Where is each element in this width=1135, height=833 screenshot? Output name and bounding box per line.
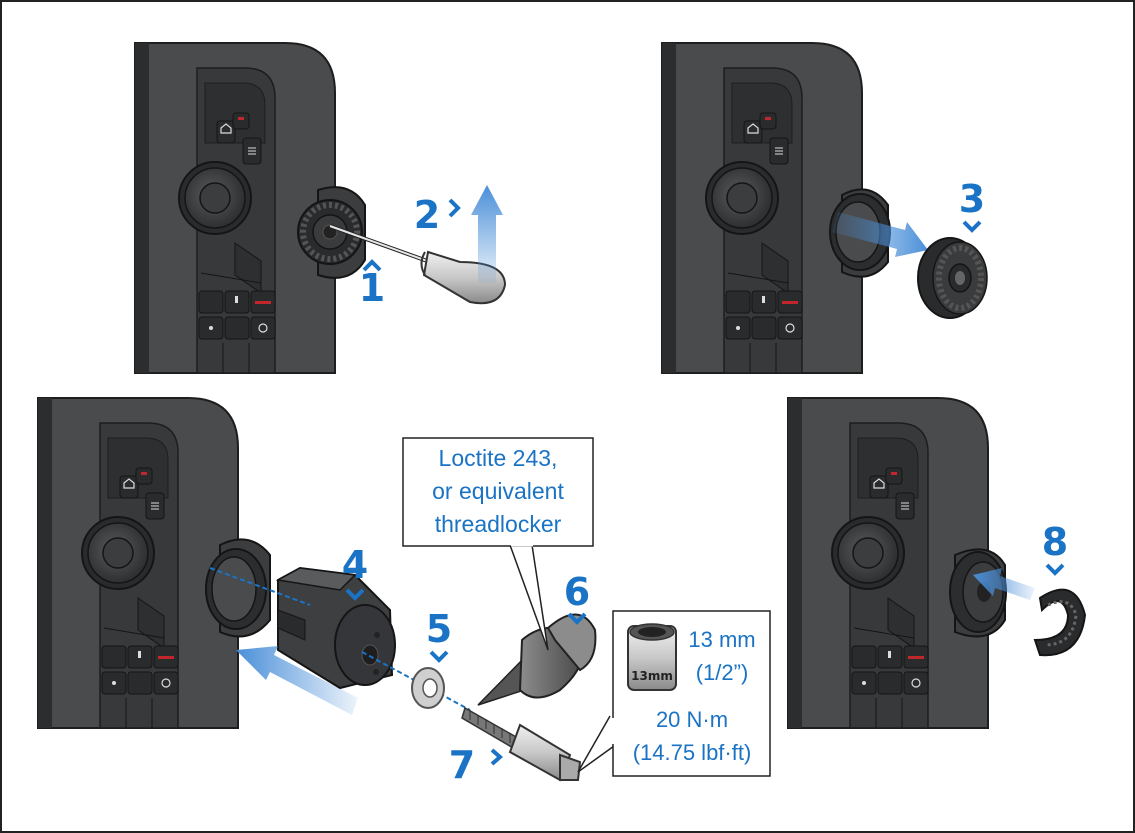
insert-arrow xyxy=(973,568,1035,600)
step-7-chevron-icon xyxy=(490,748,504,766)
step-3-label: 3 xyxy=(959,177,985,221)
step-8-label: 8 xyxy=(1042,520,1068,564)
retaining-clip xyxy=(1033,588,1087,657)
torque-spec-callout: 13mm 13 mm (1/2”) 20 N·m (14.75 lbf·ft) xyxy=(577,610,771,777)
step-5-chevron-icon xyxy=(429,650,449,663)
callout-line-3: threadlocker xyxy=(435,511,562,537)
socket-size-mark: 13mm xyxy=(631,669,673,683)
panel-fit-clip: 8 xyxy=(787,397,1087,729)
socket-icon: 13mm xyxy=(627,623,677,691)
panel-remove-nut: 3 xyxy=(661,42,988,374)
threadlocker-bottle xyxy=(477,613,597,706)
display-unit xyxy=(134,42,336,374)
socket-size: 13 mm xyxy=(688,627,755,652)
alignment-line xyxy=(361,651,471,711)
insert-arrow xyxy=(236,646,358,715)
step-6-label: 6 xyxy=(564,570,590,614)
step-6-chevron-icon xyxy=(567,612,587,625)
alignment-line xyxy=(209,567,311,606)
step-4-chevron-icon xyxy=(345,588,365,601)
panel-fit-adaptor: 4 5 7 6 Loctite 243 xyxy=(37,397,771,787)
step-1-label: 1 xyxy=(359,266,385,310)
step-3-chevron-icon xyxy=(962,220,982,233)
lift-arrow xyxy=(471,185,503,283)
step-1-chevron-icon xyxy=(362,259,382,272)
bolt xyxy=(461,706,582,782)
washer xyxy=(411,667,445,709)
step-2-label: 2 xyxy=(414,193,440,237)
remove-arrow xyxy=(832,212,928,257)
torque-value-imperial: (14.75 lbf·ft) xyxy=(633,740,752,765)
step-8-chevron-icon xyxy=(1045,563,1065,576)
knurled-nut xyxy=(917,237,988,319)
socket-size-imperial: (1/2”) xyxy=(696,660,749,685)
step-2-chevron-icon xyxy=(448,198,461,218)
step-4-label: 4 xyxy=(342,543,368,587)
callout-line-2: or equivalent xyxy=(432,478,564,504)
display-unit xyxy=(37,397,239,729)
adaptor-bracket xyxy=(275,566,396,690)
callout-line-1: Loctite 243, xyxy=(439,445,558,471)
threadlocker-callout: Loctite 243, or equivalent threadlocker xyxy=(402,437,594,651)
display-unit xyxy=(661,42,863,374)
step-7-label: 7 xyxy=(449,743,475,787)
step-5-label: 5 xyxy=(426,607,452,651)
panel-remove-cap: 1 2 xyxy=(134,42,507,374)
torque-value: 20 N·m xyxy=(656,707,728,732)
